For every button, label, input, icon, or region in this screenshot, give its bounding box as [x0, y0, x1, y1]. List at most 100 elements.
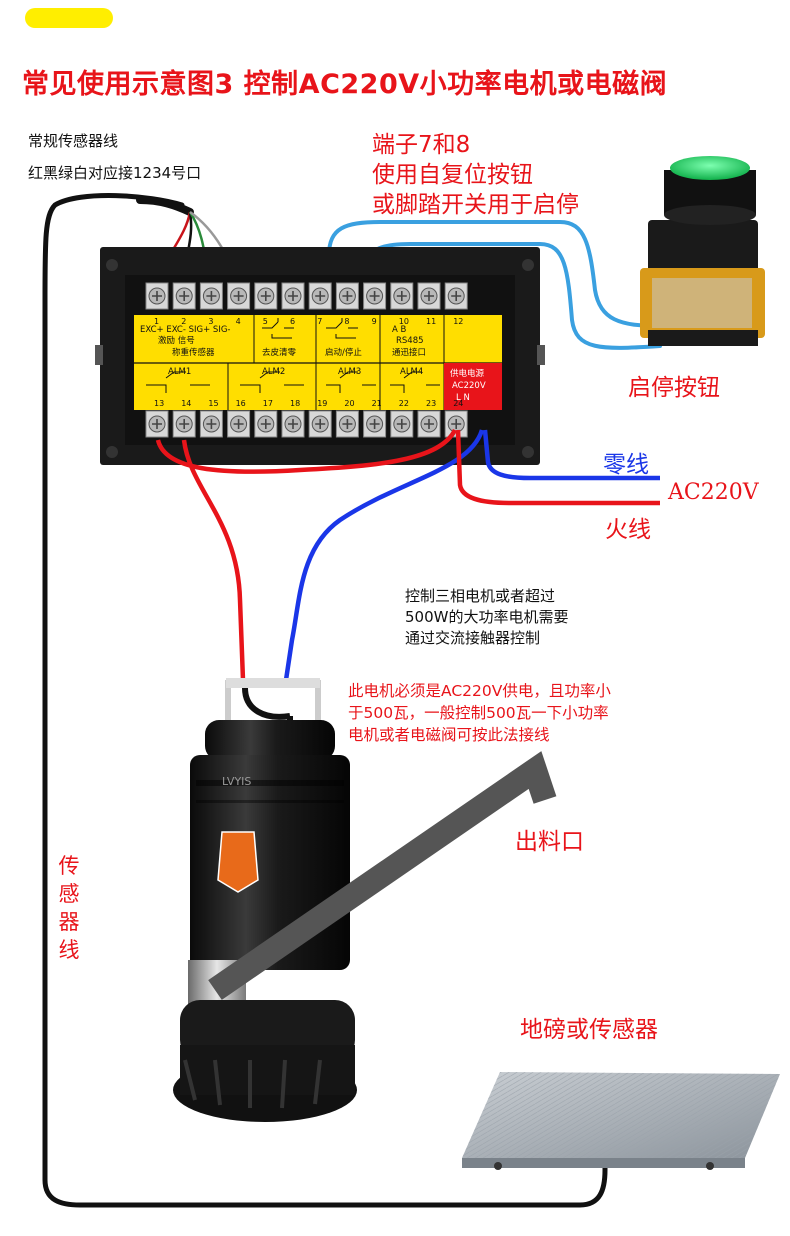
- three-phase-note: 控制三相电机或者超过 500W的大功率电机需要 通过交流接触器控制: [405, 586, 568, 649]
- power-box-line1: 供电电源: [450, 368, 485, 379]
- bottom-terminal-18: [281, 410, 305, 438]
- sensor-note-line1: 常规传感器线: [28, 132, 119, 150]
- bottom-terminal-number: 17: [263, 399, 273, 408]
- top-terminal-2: [172, 282, 196, 310]
- top-terminal-4: [227, 282, 251, 310]
- top-terminal-number: 6: [290, 317, 295, 326]
- motor-note-line1: 此电机必须是AC220V供电，且功率小: [348, 682, 611, 700]
- top-terminal-number: 4: [236, 317, 241, 326]
- bottom-terminal-19: [308, 410, 332, 438]
- bottom-terminal-16: [227, 410, 251, 438]
- motor-red-wire: [181, 439, 246, 681]
- bottom-terminal-number: 15: [208, 399, 218, 408]
- yellow-tag: [25, 8, 113, 28]
- bottom-terminal-number: 24: [453, 399, 463, 408]
- top-terminal-3: [199, 282, 223, 310]
- bottom-terminal-number: 14: [181, 399, 191, 408]
- bottom-terminal-number: 19: [317, 399, 327, 408]
- sensor-cable-jacket: [136, 196, 194, 216]
- top-terminal-number: 1: [154, 317, 159, 326]
- bottom-terminal-15: [199, 410, 223, 438]
- bottom-terminal-24: [444, 410, 468, 438]
- scale-label: 地磅或传感器: [520, 1017, 658, 1043]
- top-terminal-number: 10: [399, 317, 409, 326]
- neutral-label: 零线: [603, 452, 649, 478]
- top-terminal-number: 5: [263, 317, 268, 326]
- panel-text-alm4: ALM4: [400, 367, 423, 377]
- outlet-label: 出料口: [515, 829, 584, 855]
- terminal-note-line3: 或脚踏开关用于启停: [372, 192, 579, 218]
- bottom-terminal-number: 16: [236, 399, 246, 408]
- neutral-wire: [482, 429, 660, 481]
- top-terminal-8: [335, 282, 359, 310]
- top-terminal-number: 8: [344, 317, 349, 326]
- panel-text-alm1: ALM1: [168, 367, 191, 377]
- panel-text-alm3: ALM3: [338, 367, 361, 377]
- live-label: 火线: [605, 517, 651, 543]
- top-terminal-10: [390, 282, 414, 310]
- three-phase-note-line2: 500W的大功率电机需要: [405, 608, 569, 626]
- panel-text-alm2: ALM2: [262, 367, 285, 377]
- panel-text-ab: A B: [392, 325, 407, 335]
- terminal-note-line2: 使用自复位按钮: [372, 162, 533, 188]
- motor-note: 此电机必须是AC220V供电，且功率小 于500瓦，一般控制500瓦一下小功率 …: [348, 680, 611, 746]
- panel-text-tare: 去皮清零: [262, 347, 297, 358]
- panel-text-rs485: RS485: [396, 336, 424, 346]
- power-box-line3: L N: [456, 393, 470, 403]
- sensor-note-line2: 红黑绿白对应接1234号口: [28, 164, 202, 182]
- ac220v-label: AC220V: [668, 480, 759, 505]
- start-stop-label: 启停按钮: [628, 375, 720, 401]
- platform-scale: [462, 1072, 780, 1170]
- panel-text-startstop: 启动/停止: [325, 347, 362, 358]
- bottom-terminal-14: [172, 410, 196, 438]
- bottom-terminal-13: [145, 410, 169, 438]
- top-terminal-number: 2: [181, 317, 186, 326]
- start-stop-button: [640, 156, 765, 346]
- bottom-terminal-number: 23: [426, 399, 436, 408]
- top-terminal-11: [417, 282, 441, 310]
- bottom-terminal-17: [254, 410, 278, 438]
- terminal-note-line1: 端子7和8: [372, 132, 471, 158]
- motor-note-line3: 电机或者电磁阀可按此法接线: [348, 726, 550, 744]
- bottom-terminal-number: 13: [154, 399, 164, 408]
- live-wire: [455, 429, 660, 506]
- top-terminal-number: 7: [317, 317, 322, 326]
- bottom-terminal-number: 18: [290, 399, 300, 408]
- panel-text-exc: EXC+ EXC- SIG+ SIG-: [140, 325, 230, 335]
- bottom-terminal-number: 20: [344, 399, 354, 408]
- pump-brand: LVYIS: [222, 775, 251, 788]
- controller-side-right: [537, 345, 545, 365]
- three-phase-note-line1: 控制三相电机或者超过: [405, 587, 556, 605]
- sensor-cable: [42, 193, 608, 1208]
- top-terminal-number: 12: [453, 317, 463, 326]
- panel-text-excite: 激励 信号: [158, 335, 195, 346]
- top-terminal-number: 3: [208, 317, 213, 326]
- bottom-terminal-22: [390, 410, 414, 438]
- three-phase-note-line3: 通过交流接触器控制: [405, 629, 541, 647]
- top-terminal-1: [145, 282, 169, 310]
- sensor-wire-label: 传感器线: [58, 854, 80, 962]
- power-supply-box: [444, 363, 502, 410]
- power-box-line2: AC220V: [452, 381, 486, 391]
- bottom-terminal-number: 22: [399, 399, 409, 408]
- controller-side-left: [95, 345, 103, 365]
- top-terminal-number: 11: [426, 317, 436, 326]
- top-terminal-5: [254, 282, 278, 310]
- top-terminal-6: [281, 282, 305, 310]
- motor-note-line2: 于500瓦，一般控制500瓦一下小功率: [348, 704, 609, 722]
- top-terminal-9: [363, 282, 387, 310]
- top-terminal-7: [308, 282, 332, 310]
- bottom-terminal-21: [363, 410, 387, 438]
- bottom-terminal-strip: 13 14 15 16 17 18 19 20 21 22 23 24: [145, 399, 468, 438]
- top-terminal-12: [444, 282, 468, 310]
- panel-text-loadcell: 称重传感器: [172, 347, 215, 358]
- bottom-terminal-20: [335, 410, 359, 438]
- bottom-terminal-23: [417, 410, 441, 438]
- panel-text-comm: 通迅接口: [392, 347, 426, 358]
- button-wire-1: [327, 220, 662, 328]
- bottom-terminal-number: 21: [372, 399, 382, 408]
- page-title: 常见使用示意图3 控制AC220V小功率电机或电磁阀: [22, 69, 668, 100]
- jumper-red-wire: [155, 428, 458, 474]
